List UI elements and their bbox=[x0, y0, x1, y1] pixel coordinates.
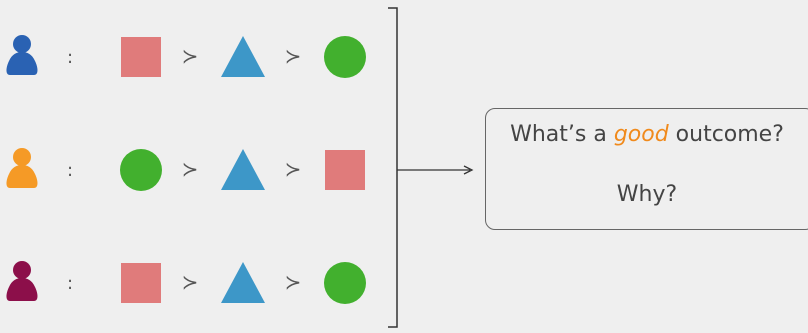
voter-row: : ≻ ≻ bbox=[6, 148, 365, 191]
person-icon bbox=[6, 261, 38, 301]
person-icon bbox=[6, 35, 38, 75]
person-icon bbox=[6, 148, 38, 188]
voter-rows: : ≻ ≻: ≻ ≻: ≻ ≻ bbox=[6, 35, 366, 304]
person-body bbox=[6, 52, 38, 75]
question-prefix: What’s a bbox=[510, 122, 614, 147]
triangle-icon bbox=[221, 149, 265, 190]
preference-symbol: ≻ bbox=[285, 44, 302, 68]
preference-symbol: ≻ bbox=[182, 270, 199, 294]
preference-symbol: ≻ bbox=[285, 157, 302, 181]
voter-row: : ≻ ≻ bbox=[6, 261, 366, 304]
question-why: Why? bbox=[616, 182, 678, 207]
voter-row: : ≻ ≻ bbox=[6, 35, 366, 78]
circle-icon bbox=[324, 262, 366, 304]
person-head bbox=[13, 261, 31, 279]
arrow-head bbox=[463, 165, 474, 175]
square-icon bbox=[121, 37, 161, 77]
colon-separator: : bbox=[67, 160, 73, 181]
preference-symbol: ≻ bbox=[182, 44, 199, 68]
group-bracket bbox=[388, 7, 398, 328]
square-icon bbox=[325, 150, 365, 190]
colon-separator: : bbox=[67, 273, 73, 294]
colon-separator: : bbox=[67, 47, 73, 68]
triangle-icon bbox=[221, 36, 265, 77]
circle-icon bbox=[324, 36, 366, 78]
square-icon bbox=[121, 263, 161, 303]
person-body bbox=[6, 278, 38, 301]
question-text: What’s a good outcome? bbox=[486, 122, 808, 147]
person-body bbox=[6, 165, 38, 188]
question-emphasis: good bbox=[613, 122, 669, 147]
person-head bbox=[13, 35, 31, 53]
preference-symbol: ≻ bbox=[285, 270, 302, 294]
triangle-icon bbox=[221, 262, 265, 303]
preference-symbol: ≻ bbox=[182, 157, 199, 181]
question-suffix: outcome? bbox=[668, 122, 784, 147]
question-box: What’s a good outcome? Why? bbox=[485, 108, 808, 230]
circle-icon bbox=[120, 149, 162, 191]
person-head bbox=[13, 148, 31, 166]
